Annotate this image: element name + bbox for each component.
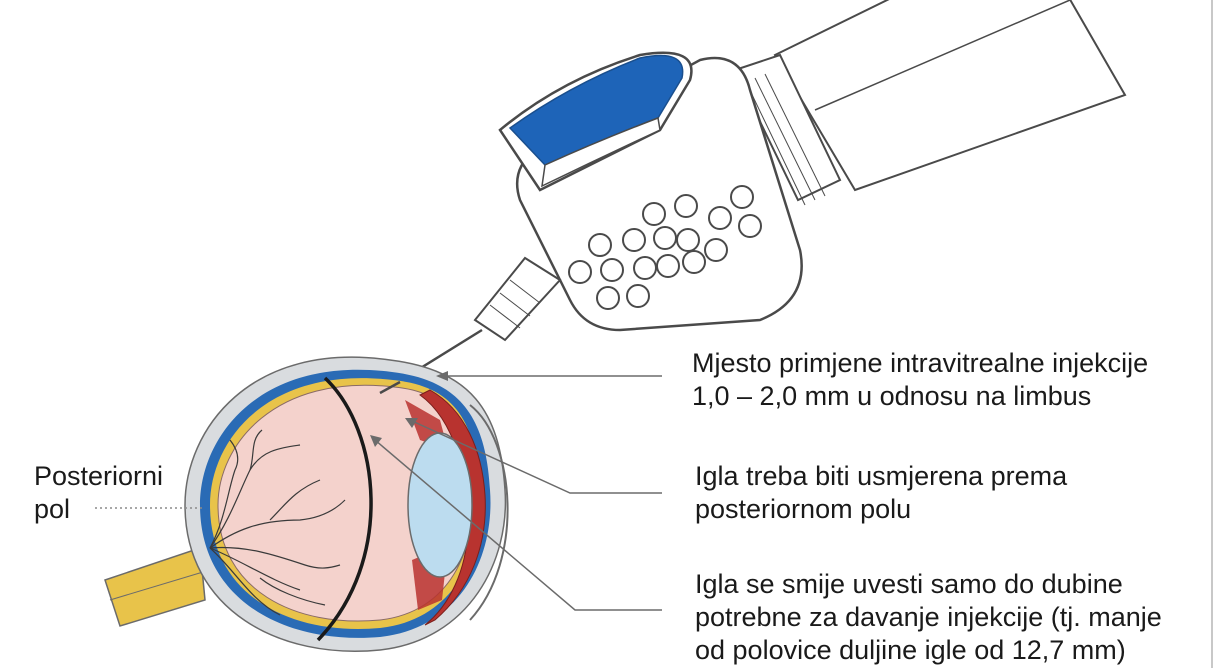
label-injection-site-line1: Mjesto primjene intravitrealne injekcije [692, 347, 1148, 380]
label-posterior-pole-line2: pol [34, 493, 163, 526]
label-depth-line1: Igla se smije uvesti samo do dubine [695, 568, 1162, 601]
label-injection-site-line2: 1,0 – 2,0 mm u odnosu na limbus [692, 380, 1148, 413]
label-depth: Igla se smije uvesti samo do dubine potr… [695, 568, 1162, 667]
label-direction: Igla treba biti usmjerena prema posterio… [695, 460, 1067, 526]
label-depth-line2: potrebne za davanje injekcije (tj. manje [695, 601, 1162, 634]
label-posterior-pole-line1: Posteriorni [34, 460, 163, 493]
lens [408, 433, 472, 577]
label-posterior-pole: Posteriorni pol [34, 460, 163, 526]
label-direction-line2: posteriornom polu [695, 493, 1067, 526]
needle-hub [475, 258, 560, 340]
syringe-applicator [382, 0, 1125, 392]
eye-cross-section [105, 357, 508, 651]
optic-nerve [105, 548, 205, 626]
label-injection-site: Mjesto primjene intravitrealne injekcije… [692, 347, 1148, 413]
label-direction-line1: Igla treba biti usmjerena prema [695, 460, 1067, 493]
label-depth-line3: od polovice duljine igle od 12,7 mm) [695, 634, 1162, 667]
